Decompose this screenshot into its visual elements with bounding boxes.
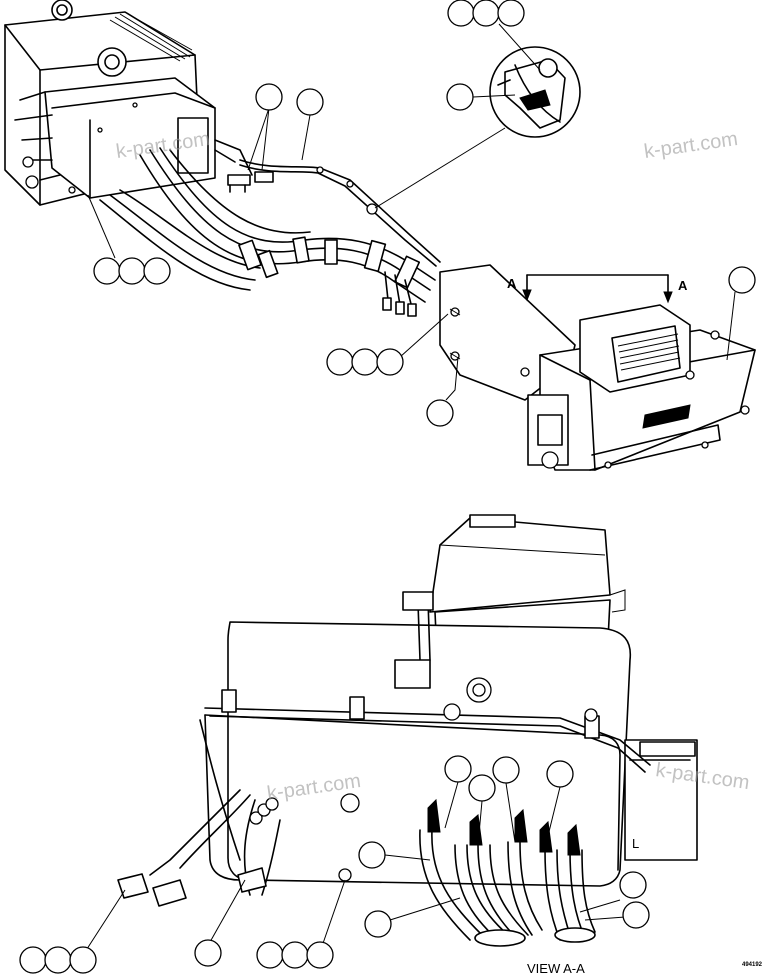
callout-balloon (143, 257, 171, 285)
stem-connector (394, 591, 492, 703)
callout-balloon (426, 399, 454, 427)
section-cut-line: A A (507, 274, 688, 304)
callout-balloon (497, 0, 525, 27)
battery-box (527, 304, 756, 471)
callout-balloon (19, 946, 47, 974)
detail-bubble (489, 46, 581, 138)
callout-balloon (296, 88, 324, 116)
upper-isometric-view: A A (4, 0, 756, 471)
callout-balloon (256, 941, 284, 969)
callout-balloon (255, 83, 283, 111)
section-marker-right: A (678, 278, 688, 293)
leader-lines-bottom (84, 781, 626, 953)
callout-balloon (118, 257, 146, 285)
main-box: L (199, 621, 698, 887)
callout-balloon (351, 348, 379, 376)
callout-balloon (546, 760, 574, 788)
callout-balloon (44, 946, 72, 974)
callout-balloon (492, 756, 520, 784)
callout-balloon (622, 901, 650, 929)
hose-assembly (419, 798, 596, 947)
leader-lines-top (87, 23, 736, 401)
callout-balloon (306, 941, 334, 969)
callout-balloon (326, 348, 354, 376)
section-marker-left: A (507, 276, 517, 291)
watermark: k-part.com (643, 128, 740, 163)
figure-number: 494192 (742, 962, 763, 968)
callout-balloon (468, 774, 496, 802)
callout-balloon (447, 0, 475, 27)
controller-module (14, 77, 216, 199)
callout-balloon (281, 941, 309, 969)
callout-balloon (619, 871, 647, 899)
callout-balloon (728, 266, 756, 294)
callout-balloon (358, 841, 386, 869)
callout-balloon (444, 755, 472, 783)
view-caption: VIEW A-A (527, 961, 585, 976)
callouts-top (93, 0, 756, 427)
section-view-a-a: L (19, 514, 763, 976)
callouts-bottom (19, 755, 650, 974)
callout-balloon (472, 0, 500, 27)
callout-balloon (194, 939, 222, 967)
callout-balloon (376, 348, 404, 376)
callout-balloon (69, 946, 97, 974)
callout-balloon (364, 910, 392, 938)
side-cable (239, 159, 441, 267)
wire-harness (99, 147, 436, 317)
svg-text:L: L (632, 836, 639, 851)
cable-clip-detail-ref (366, 203, 378, 215)
edge-harness (204, 689, 651, 773)
callout-balloon (93, 257, 121, 285)
left-cables (117, 789, 360, 907)
callout-balloon (446, 83, 474, 111)
